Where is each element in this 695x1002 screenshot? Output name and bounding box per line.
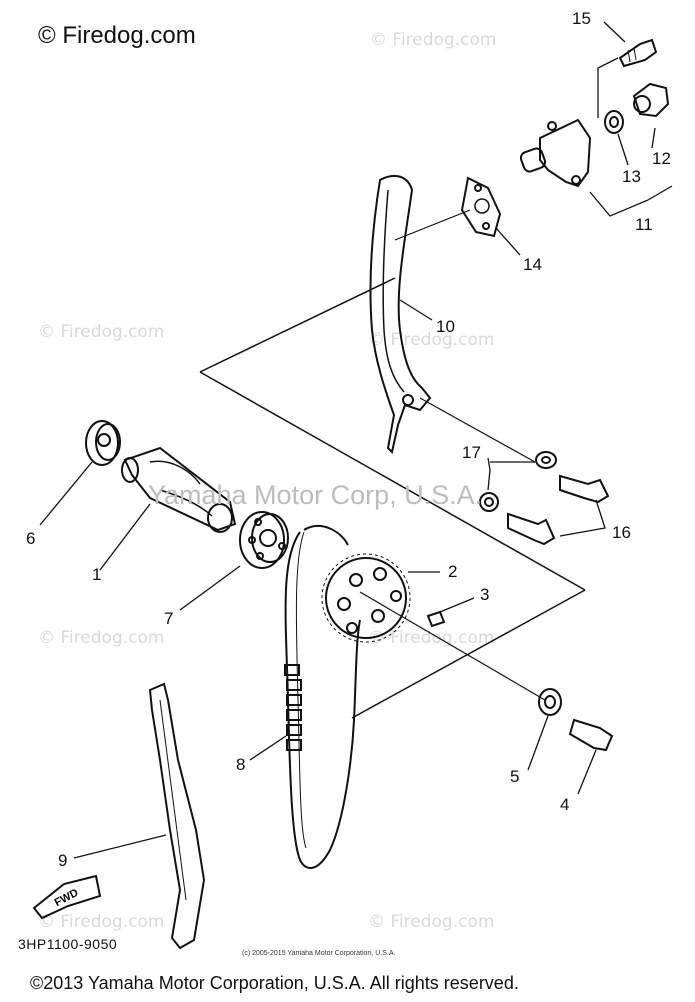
- callout-12: 12: [652, 149, 671, 168]
- callout-2: 2: [448, 562, 458, 581]
- washer-17: [479, 492, 499, 512]
- bearing-6: [85, 420, 119, 466]
- callout-13: 13: [622, 167, 641, 186]
- tensioner-assembly-11: [539, 118, 592, 188]
- callout-15: 15: [572, 9, 591, 28]
- cap-bolt-12: [632, 82, 670, 118]
- watermark: © Firedog.com: [38, 628, 165, 648]
- watermark: © Firedog.com: [368, 628, 495, 648]
- washer-5: [538, 688, 562, 716]
- guide-pin: [402, 394, 414, 406]
- bolt-15: [618, 38, 658, 68]
- callout-9: 9: [58, 851, 68, 870]
- watermark-center: Yamaha Motor Corp, U.S.A.: [148, 480, 483, 510]
- callout-3: 3: [480, 585, 490, 604]
- sprocket-2: [325, 557, 407, 639]
- gasket-14: [460, 176, 502, 238]
- callout-6: 6: [26, 529, 36, 548]
- watermark: © Firedog.com: [38, 912, 165, 932]
- outline-line: [199, 371, 586, 591]
- diagram-code: 3HP1100-9050: [18, 936, 118, 952]
- callout-5: 5: [510, 767, 520, 786]
- pin-3: [426, 610, 446, 628]
- watermark: © Firedog.com: [370, 30, 497, 50]
- callout-11: 11: [635, 215, 653, 234]
- chain-guide-9: [148, 682, 206, 950]
- fwd-arrow-icon: [32, 874, 102, 920]
- callout-17: 17: [462, 443, 481, 462]
- bolt-4: [568, 718, 614, 752]
- footer-copyright: ©2013 Yamaha Motor Corporation, U.S.A. A…: [30, 973, 519, 993]
- callout-14: 14: [523, 255, 542, 274]
- outline-line: [199, 277, 396, 373]
- watermark: © Firedog.com: [38, 322, 165, 342]
- watermark-top: © Firedog.com: [38, 22, 196, 49]
- bearing-7: [239, 511, 285, 569]
- callout-1: 1: [92, 565, 102, 584]
- callout-10: 10: [436, 317, 455, 336]
- callout-7: 7: [164, 609, 174, 628]
- bolt-16: [507, 512, 556, 546]
- callout-16: 16: [612, 523, 631, 542]
- washer-17: [535, 451, 557, 469]
- outline-line: [351, 589, 586, 719]
- callout-8: 8: [236, 755, 246, 774]
- timing-chain-8: [284, 531, 361, 869]
- tensioner-guide-10: [369, 174, 432, 454]
- callout-4: 4: [560, 795, 570, 814]
- watermark: © Firedog.com: [368, 330, 495, 350]
- washer-13: [604, 110, 624, 134]
- small-copyright: (c) 2005-2015 Yamaha Motor Corporation, …: [242, 950, 396, 957]
- watermark: © Firedog.com: [368, 912, 495, 932]
- bolt-16: [559, 474, 610, 504]
